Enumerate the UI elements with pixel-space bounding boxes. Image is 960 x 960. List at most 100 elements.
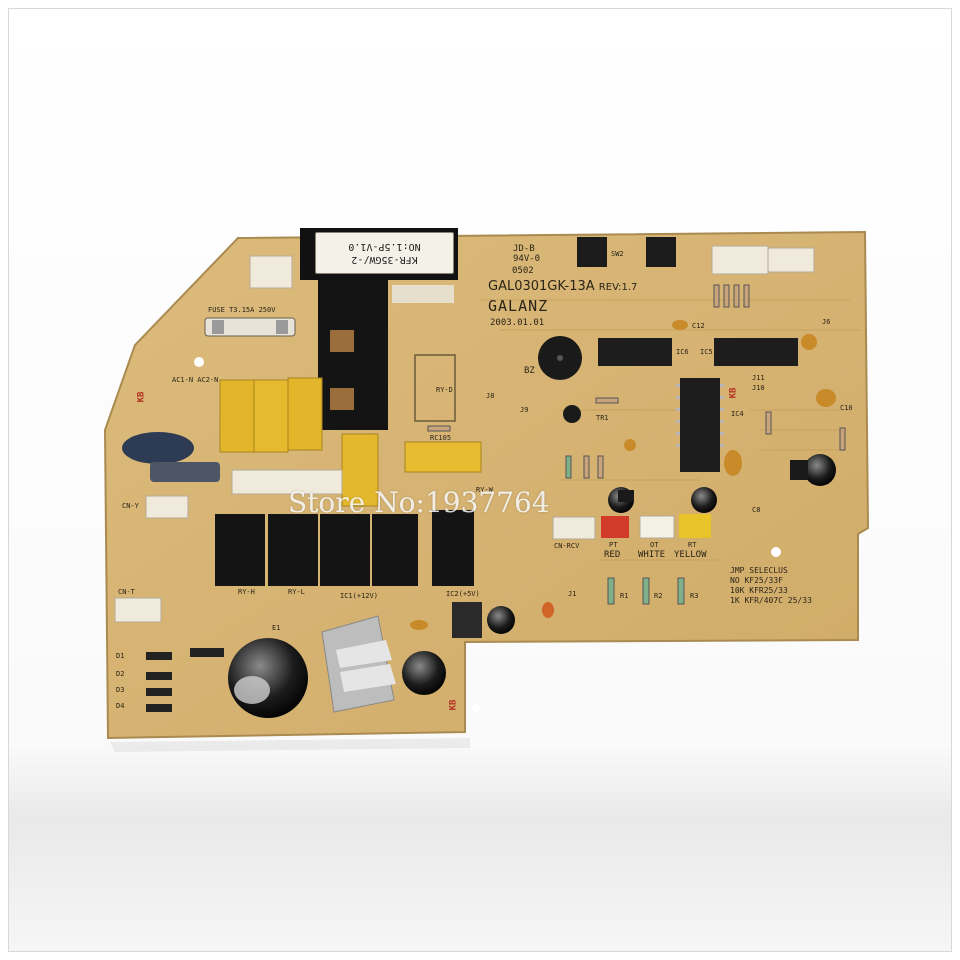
board-model: GAL0301GK-13A [488,279,595,294]
jumper-table-header: JMP SELECLUS [730,566,788,575]
sticker-line2: NO:1.5P-V1.0 [348,241,421,252]
ry-h-label: RY-H [238,588,255,596]
ic2-label: IC2(+5V) [446,590,480,598]
jumper-table-row: 1K KFR/407C 25/33 [730,596,812,605]
jumper-selection-table: JMP SELECLUS NO KF25/33F 10K KFR25/33 1K… [730,566,812,606]
board-batch: 0502 [512,266,534,276]
switch-sw1 [577,237,607,267]
ry-l-label: RY-L [288,588,305,596]
connector-cn-rcv [552,516,596,540]
gray-lead [150,462,220,482]
pcb-board [103,230,870,740]
electrolytic-capacitor [691,487,717,513]
kb-mark: KB [136,391,147,403]
r2-label: R2 [654,592,663,600]
resistors [427,284,846,605]
mounting-hole [472,704,480,712]
ic6-label: IC6 [676,348,689,356]
fuse [204,317,296,337]
terminal-tab [330,388,354,410]
diodes [146,648,224,712]
small-transistor [790,460,808,480]
switch-sw2 [646,237,676,267]
ceramic-capacitors [410,320,836,630]
relay-shield [392,285,454,303]
electrolytic-capacitor-e1 [228,638,308,718]
electrolytic-capacitor [487,606,515,634]
switch-label: SW2 [611,250,624,258]
cn-y-label: CN-Y [122,502,139,510]
board-brand: GALANZ [488,297,549,315]
connector-top-right [711,245,769,275]
tr1-label: TR1 [596,414,609,422]
d1-label: D1 [116,652,125,660]
pt-label: PT [609,541,618,549]
voltage-regulator [452,602,482,638]
ic1-label: IC1(+12V) [340,592,378,600]
e1-label: E1 [272,624,281,632]
jumper-table-row: 10K KFR25/33 [730,586,788,595]
terminal-tab [330,330,354,352]
black-relay [320,514,370,586]
rc105-label: RC105 [430,434,452,442]
buzzer-label: BZ [524,366,535,376]
ot-label: OT [650,541,659,549]
kb-mark: KB [448,699,459,711]
kb-mark: KB [728,387,739,399]
store-watermark: Store No:1937764 [288,486,550,519]
j8-label: J8 [486,392,495,400]
connector-rt-yellow [679,514,711,538]
r3-label: R3 [690,592,699,600]
ic5-label: IC5 [700,348,713,356]
connector-cn-y [145,495,189,519]
ic6 [598,338,672,366]
connector-cn-t [114,597,162,623]
ry-w-label: RY-W [476,486,493,494]
black-relay [432,510,474,586]
blue-capacitor [122,432,194,464]
board-rating: 94V-0 [513,254,541,264]
board-shadow [110,738,470,752]
board-cert-mark: JD-B [513,244,535,254]
c10-label: C10 [840,404,853,412]
ry-d-label: RY-D [436,386,453,394]
connector-top-right2 [767,247,815,273]
relay-outline [414,354,456,422]
board-model-label: GAL0301GK-13A REV:1.7 [488,280,637,295]
connector-middle [231,469,343,495]
model-sticker: KFR-35GW/-2 NO:1.5P-V1.0 [315,232,454,274]
yellow-capacitor-rc105 [404,441,482,473]
jumper-table-row: NO KF25/33F [730,576,783,585]
j1-label: J1 [568,590,577,598]
d2-label: D2 [116,670,125,678]
yellow-capacitor [253,379,289,453]
red-label: RED [604,550,621,560]
connector-pt-red [601,516,629,538]
mounting-hole [771,547,781,557]
board-date: 2003.01.01 [490,318,545,328]
mounting-hole [194,357,204,367]
r1-label: R1 [620,592,629,600]
ac-input-label: AC1-N AC2-N [172,376,219,384]
ic-main-controller [680,378,720,472]
d3-label: D3 [116,686,125,694]
j10-label: J10 [752,384,765,392]
black-relay [215,514,265,586]
j11-label: J11 [752,374,765,382]
c12-label: C12 [692,322,705,330]
yellow-capacitor [341,433,379,507]
ic5 [714,338,798,366]
connector-ot-white [639,515,675,539]
sticker-line1: KFR-35GW/-2 [351,254,418,265]
electrolytic-capacitor [804,454,836,486]
white-label: WHITE [638,550,666,560]
cn-t-label: CN-T [118,588,135,596]
electrolytic-capacitor [402,651,446,695]
board-revision: REV:1.7 [598,282,638,293]
black-relay [268,514,318,586]
cn-rcv-label: CN-RCV [554,542,580,550]
small-transistor [618,490,634,502]
fuse-label: FUSE T3.15A 250V [208,306,276,314]
heatsink [321,615,396,713]
connector-top-left [249,255,293,289]
